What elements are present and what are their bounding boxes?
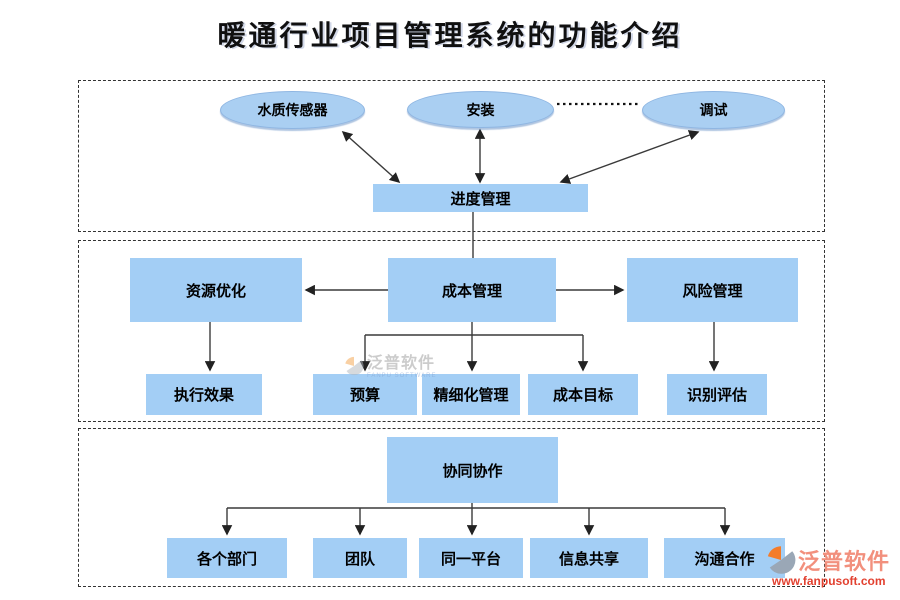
node-departments: 各个部门 bbox=[167, 538, 287, 578]
node-resource-optimization: 资源优化 bbox=[130, 258, 302, 322]
page-title: 暖通行业项目管理系统的功能介绍 bbox=[217, 21, 683, 52]
section-collaboration bbox=[78, 428, 825, 587]
node-collaboration: 协同协作 bbox=[387, 437, 558, 503]
watermark-url-text: www.fanpusoft.com bbox=[772, 574, 886, 588]
node-same-platform: 同一平台 bbox=[419, 538, 523, 578]
node-progress-management: 进度管理 bbox=[373, 184, 588, 212]
fanpu-logo-icon bbox=[345, 356, 364, 376]
node-execution-effect: 执行效果 bbox=[146, 374, 262, 415]
node-info-sharing: 信息共享 bbox=[530, 538, 648, 578]
watermark-corner: 泛普软件 www.fanpusoft.com bbox=[766, 544, 890, 588]
watermark-brand-subtext: FANPU SOFTWARE bbox=[367, 373, 437, 379]
node-identify-evaluate: 识别评估 bbox=[667, 374, 767, 415]
node-refined-management: 精细化管理 bbox=[422, 374, 520, 415]
watermark-inline: 泛普软件 FANPU SOFTWARE bbox=[344, 356, 436, 379]
node-cost-target: 成本目标 bbox=[528, 374, 638, 415]
watermark-brand-text: 泛普软件 bbox=[798, 549, 891, 574]
node-communication-cooperation: 沟通合作 bbox=[664, 538, 785, 578]
watermark-brand-text: 泛普软件 bbox=[367, 355, 436, 372]
node-install: 安装 bbox=[407, 91, 554, 128]
fanpu-logo-icon bbox=[767, 546, 796, 574]
section-progress-management bbox=[78, 80, 825, 232]
node-budget: 预算 bbox=[313, 374, 417, 415]
node-risk-management: 风险管理 bbox=[627, 258, 798, 322]
node-water-quality-sensor: 水质传感器 bbox=[220, 91, 365, 129]
node-cost-management: 成本管理 bbox=[388, 258, 556, 322]
node-team: 团队 bbox=[313, 538, 407, 578]
section-cost-management bbox=[78, 240, 825, 422]
node-debug: 调试 bbox=[642, 91, 785, 129]
